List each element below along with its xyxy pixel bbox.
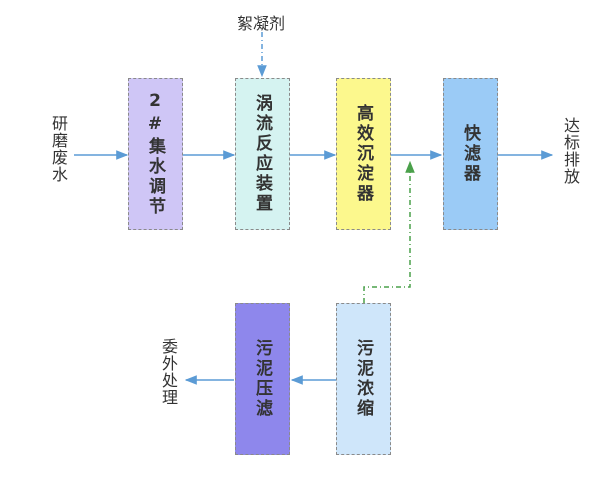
wastewater-input-label: 研磨废水 [49, 115, 68, 183]
fast-filter-label: 快滤器 [460, 124, 480, 184]
sedimentation-label: 高效沉淀器 [353, 104, 373, 204]
fast-filter-node: 快滤器 [443, 78, 498, 230]
arrow-thickening-return [363, 160, 415, 303]
vortex-reactor-node: 涡流反应装置 [235, 78, 290, 230]
sludge-thickening-node: 污泥浓缩 [336, 303, 391, 455]
sludge-press-label: 污泥压滤 [252, 339, 272, 419]
vortex-reactor-label: 涡流反应装置 [252, 94, 272, 214]
sedimentation-node: 高效沉淀器 [336, 78, 391, 230]
flocculant-input-label: 絮凝剂 [237, 14, 286, 33]
sludge-thickening-label: 污泥浓缩 [353, 339, 373, 419]
sludge-press-node: 污泥压滤 [235, 303, 290, 455]
collection-tank-node: 2#集水调节 [128, 78, 183, 230]
discharge-output-label: 达标排放 [561, 117, 580, 185]
collection-tank-label: 2#集水调节 [145, 91, 165, 217]
outsourced-output-label: 委外处理 [159, 338, 178, 406]
